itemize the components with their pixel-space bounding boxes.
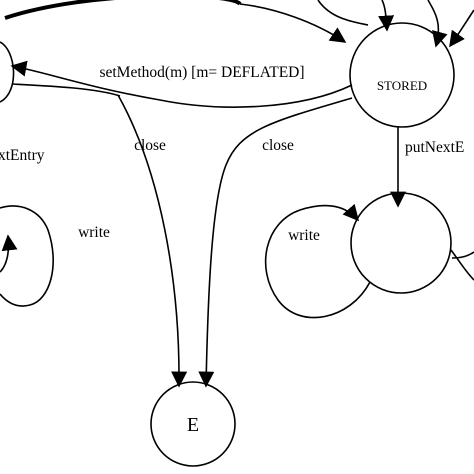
state-stored: STORED [349, 22, 455, 128]
edge-top-loop-stored [317, 0, 474, 48]
state-partial-left [0, 41, 15, 103]
edge-left-state-outgoing [11, 83, 121, 97]
edge-close-right-label: close [262, 137, 294, 154]
edge-close-right: close [198, 97, 353, 388]
state-end: E [150, 381, 236, 467]
edge-put-next-entry-left-label: xtEntry [0, 147, 45, 164]
edge-top-incoming-left [4, 0, 347, 43]
edge-write-left-loop: write [0, 205, 110, 307]
edge-set-method-label: setMethod(m) [m= DEFLATED] [99, 64, 304, 81]
edge-put-next-entry-right: putNextE [390, 127, 464, 208]
edge-close-left: close [117, 94, 188, 388]
edge-write-right-label: write [288, 227, 320, 244]
edge-right-offscreen [450, 249, 474, 281]
edge-put-next-entry-left: xtEntry [0, 147, 45, 164]
edge-put-next-entry-right-label: putNextE [405, 139, 464, 156]
edge-write-left-label: write [78, 224, 110, 241]
state-stored-label: STORED [377, 78, 427, 93]
edge-close-left-label: close [134, 137, 166, 154]
edge-write-right-loop: write [264, 203, 371, 319]
state-unnamed-right [350, 192, 452, 294]
state-end-label: E [187, 414, 199, 436]
edge-set-method: setMethod(m) [m= DEFLATED] [10, 60, 353, 108]
